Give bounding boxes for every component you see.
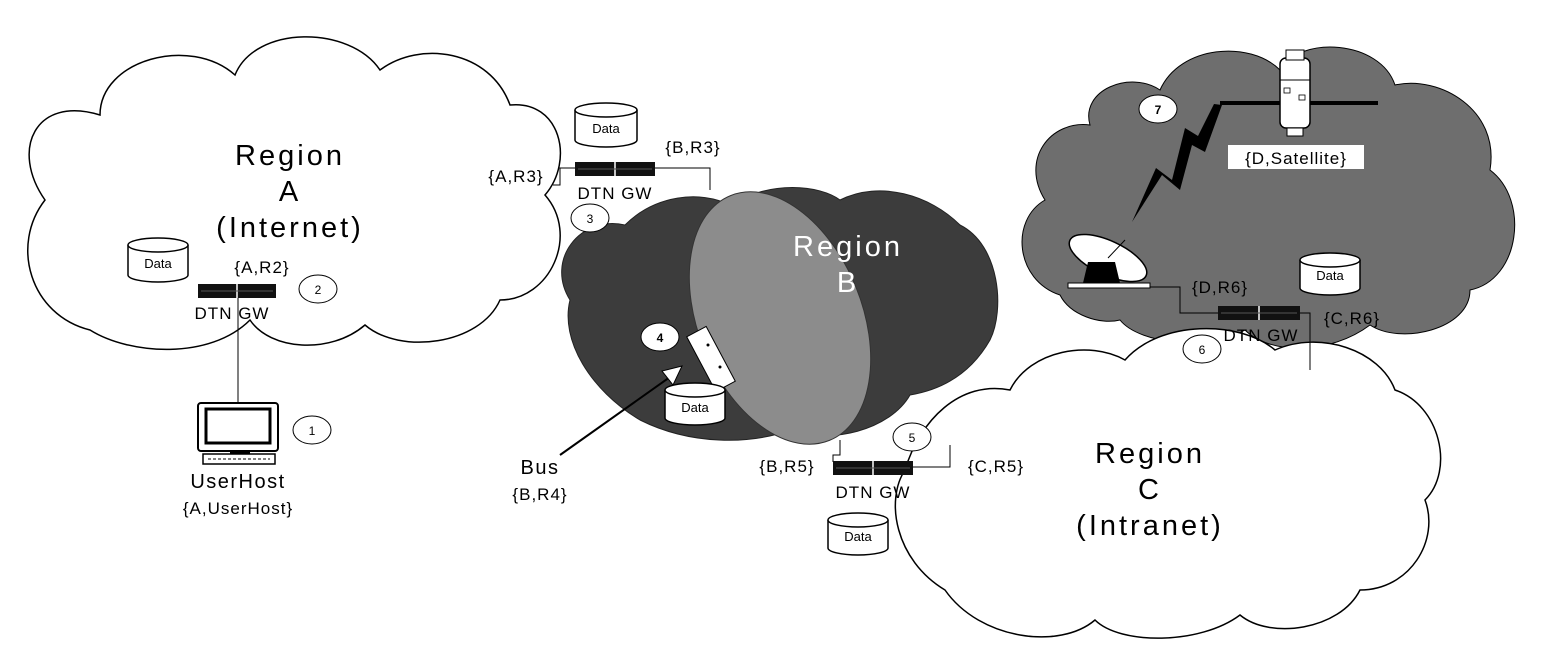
region-a-title: Region — [235, 140, 345, 172]
data-store-ab — [574, 102, 638, 148]
connector-lines — [237, 167, 1311, 468]
data-store-bus — [664, 382, 726, 426]
gateway-device-bc — [833, 461, 913, 475]
step-marker-4: 4 — [640, 322, 680, 352]
bus-icon — [686, 325, 736, 393]
step-number: 1 — [309, 424, 316, 438]
data-store-bc — [827, 512, 889, 556]
node-id-d-satellite: {D,Satellite} — [1245, 149, 1347, 168]
userhost-name: UserHost — [190, 471, 285, 493]
step-marker-3: 3 — [570, 203, 610, 233]
userhost-computer-icon — [197, 402, 279, 465]
node-id-c-r6: {C,R6} — [1324, 309, 1380, 328]
node-id-b-r5: {B,R5} — [759, 457, 814, 476]
step-number: 5 — [909, 431, 916, 445]
gateway-label: DTN GW — [195, 304, 270, 323]
region-c-title: Region — [1095, 438, 1205, 470]
step-number: 2 — [315, 283, 322, 297]
step-number: 7 — [1155, 103, 1162, 117]
data-store-cd — [1299, 252, 1361, 296]
data-label: Data — [144, 256, 172, 271]
gateway-label: DTN GW — [1224, 326, 1299, 345]
gateway-device-a — [198, 284, 276, 298]
node-id-a-r2: {A,R2} — [234, 258, 289, 277]
region-c-letter: C — [1138, 474, 1162, 506]
data-label: Data — [1316, 268, 1344, 283]
radio-link-bolt-icon — [1132, 104, 1222, 222]
step-marker-5: 5 — [892, 422, 932, 452]
bus-id: {B,R4} — [512, 485, 567, 504]
node-id-d-r6: {D,R6} — [1192, 278, 1248, 297]
region-c-note: (Intranet) — [1076, 510, 1224, 542]
step-marker-1: 1 — [292, 415, 332, 445]
bus-arrow — [559, 365, 683, 456]
region-b-letter: B — [837, 267, 859, 299]
step-number: 6 — [1199, 343, 1206, 357]
region-a-note: (Internet) — [216, 212, 364, 244]
userhost-id: {A,UserHost} — [183, 499, 293, 518]
gateway-label: DTN GW — [578, 184, 653, 203]
region-a-letter: A — [279, 176, 301, 208]
satellite-icon — [1220, 49, 1378, 137]
step-number: 3 — [587, 212, 594, 226]
data-label: Data — [592, 121, 620, 136]
step-number: 4 — [657, 331, 664, 345]
region-d-cloud — [1021, 46, 1516, 349]
data-label: Data — [681, 400, 709, 415]
region-c-cloud — [894, 327, 1442, 639]
data-store-a — [127, 237, 189, 283]
region-b-title: Region — [793, 231, 903, 263]
bus-name: Bus — [521, 457, 560, 479]
node-id-c-r5: {C,R5} — [968, 457, 1024, 476]
data-label: Data — [844, 529, 872, 544]
node-id-a-r3: {A,R3} — [488, 167, 543, 186]
step-marker-7: 7 — [1138, 94, 1178, 124]
step-marker-6: 6 — [1182, 334, 1222, 364]
node-id-b-r3: {B,R3} — [665, 138, 720, 157]
step-marker-2: 2 — [298, 274, 338, 304]
satellite-dish-icon — [1067, 233, 1151, 289]
gateway-device-ab — [575, 162, 655, 176]
satellite-id-label: {D,Satellite} — [1228, 145, 1364, 169]
gateway-device-cd — [1218, 306, 1300, 320]
gateway-label: DTN GW — [836, 483, 911, 502]
